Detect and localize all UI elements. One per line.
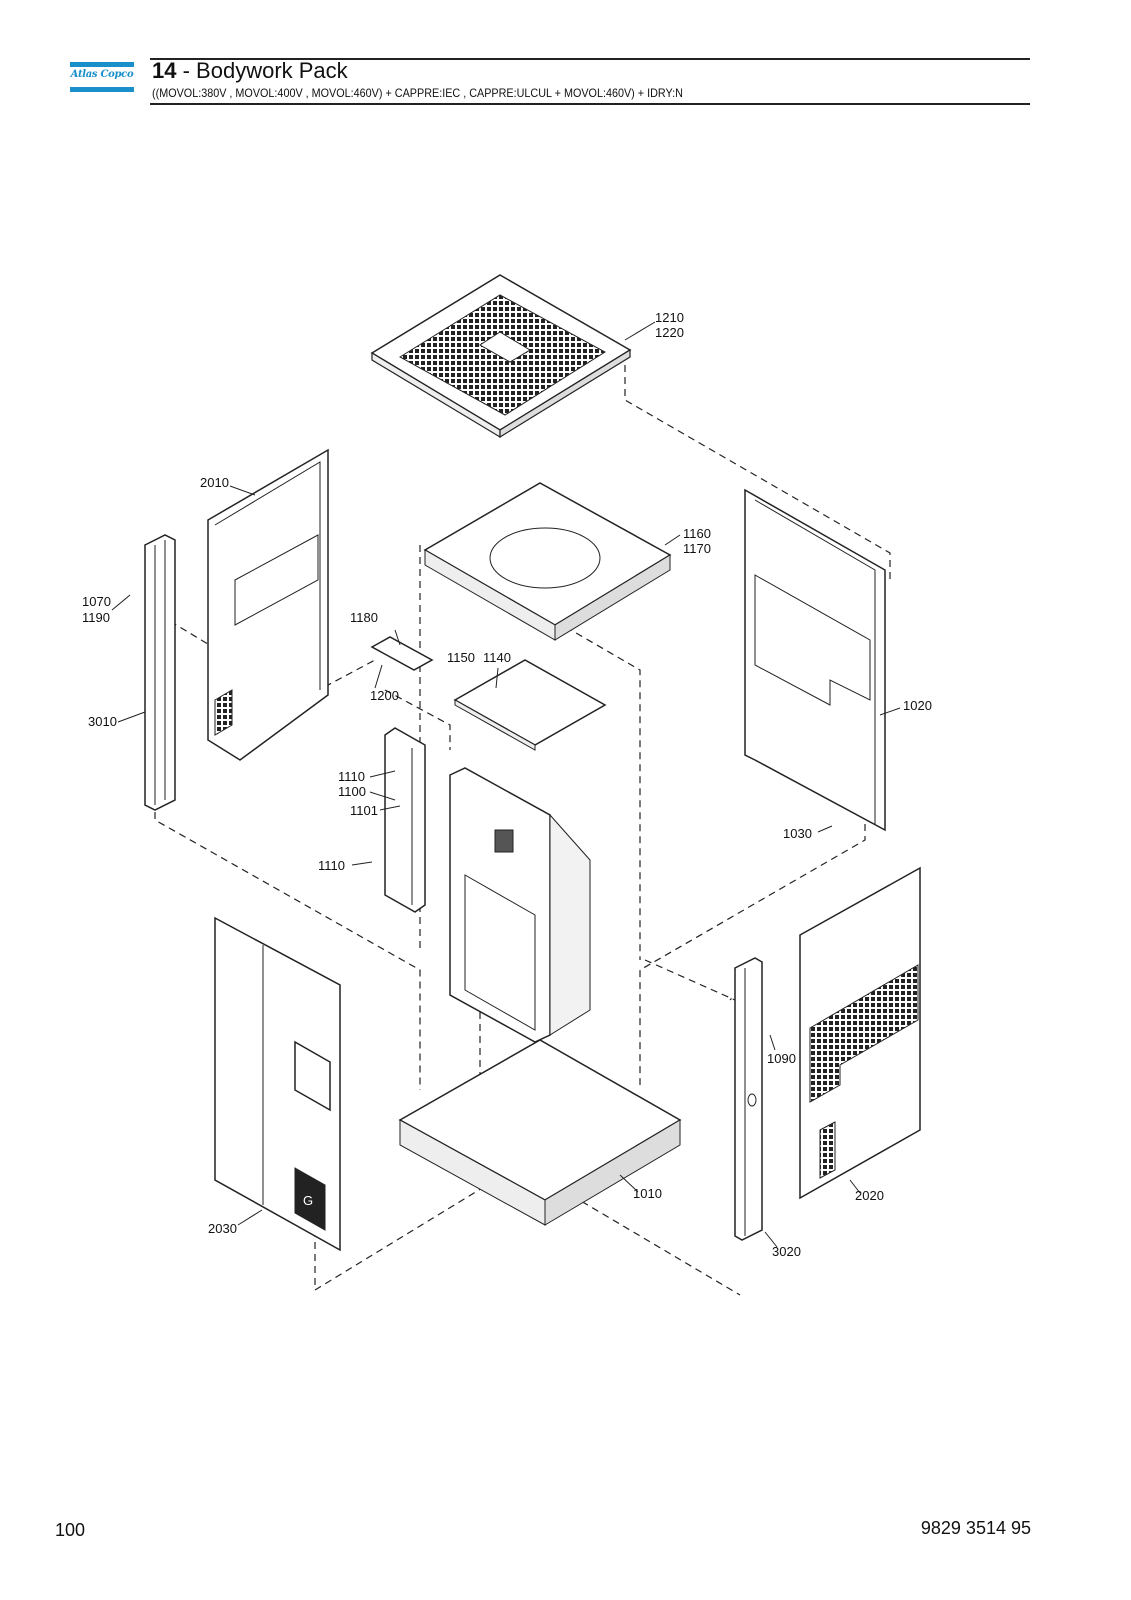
svg-text:G: G: [303, 1193, 313, 1208]
logo-bar-bottom: [70, 87, 134, 92]
page-number: 100: [55, 1520, 86, 1540]
callout-1090: 1090: [767, 1051, 796, 1066]
callout-2010: 2010: [200, 475, 229, 490]
callout-1010: 1010: [633, 1186, 662, 1201]
callout-1140: 1140: [483, 650, 511, 665]
header-rule-bottom: [150, 103, 1030, 105]
callout-1030: 1030: [783, 826, 812, 841]
front-door-2030: G: [214, 916, 341, 1252]
left-corner-post-3010: [144, 534, 176, 811]
callout-1180: 1180: [350, 610, 378, 625]
callout-1190: 1190: [82, 610, 110, 625]
callout-1160: 1160: [683, 526, 711, 541]
callout-1100: 1100: [338, 784, 366, 799]
section-subtitle: ((MOVOL:380V , MOVOL:400V , MOVOL:460V) …: [152, 86, 683, 100]
callout-2020: 2020: [855, 1188, 884, 1203]
top-roof-panel: [370, 274, 632, 439]
assembly-dashed-lines: [154, 365, 891, 1296]
callout-1110-top: 1110: [338, 769, 365, 784]
section-title-text: Bodywork Pack: [196, 58, 348, 83]
header-rule-top: [150, 58, 1030, 60]
callout-1110-bottom: 1110: [318, 858, 345, 873]
logo-bar-top: [70, 62, 134, 67]
left-side-panel-2010: [207, 448, 329, 761]
callout-1020: 1020: [903, 698, 932, 713]
right-side-panel-2020: [799, 866, 921, 1200]
section-number: 14: [152, 58, 177, 83]
plate-1140: [453, 659, 607, 751]
document-number: 9829 3514 95: [920, 1518, 1031, 1538]
callout-leader-lines: [111, 321, 901, 1248]
logo-text: Atlas Copco: [70, 69, 134, 80]
callout-3020: 3020: [772, 1244, 801, 1259]
callout-2030: 2030: [208, 1221, 237, 1236]
callout-1210: 1210: [655, 310, 684, 325]
base-frame-1010: [398, 1039, 682, 1226]
callout-1150: 1150: [447, 650, 475, 665]
atlas-copco-logo: Atlas Copco: [70, 62, 134, 92]
cover-plate-1180: [370, 636, 434, 671]
callout-1170: 1170: [683, 541, 711, 556]
callout-1101: 1101: [350, 803, 378, 818]
rear-panel-1020: [744, 488, 886, 832]
callout-3010: 3010: [88, 714, 117, 729]
callout-1200: 1200: [370, 688, 399, 703]
electrical-cabinet: [449, 767, 591, 1043]
bracket-1100: [384, 727, 426, 913]
callout-1070: 1070: [82, 594, 111, 609]
section-title: 14 - Bodywork Pack: [152, 58, 348, 83]
top-frame-1160: [423, 482, 672, 641]
callout-1220: 1220: [655, 325, 684, 340]
right-corner-post-3020: [734, 957, 763, 1241]
